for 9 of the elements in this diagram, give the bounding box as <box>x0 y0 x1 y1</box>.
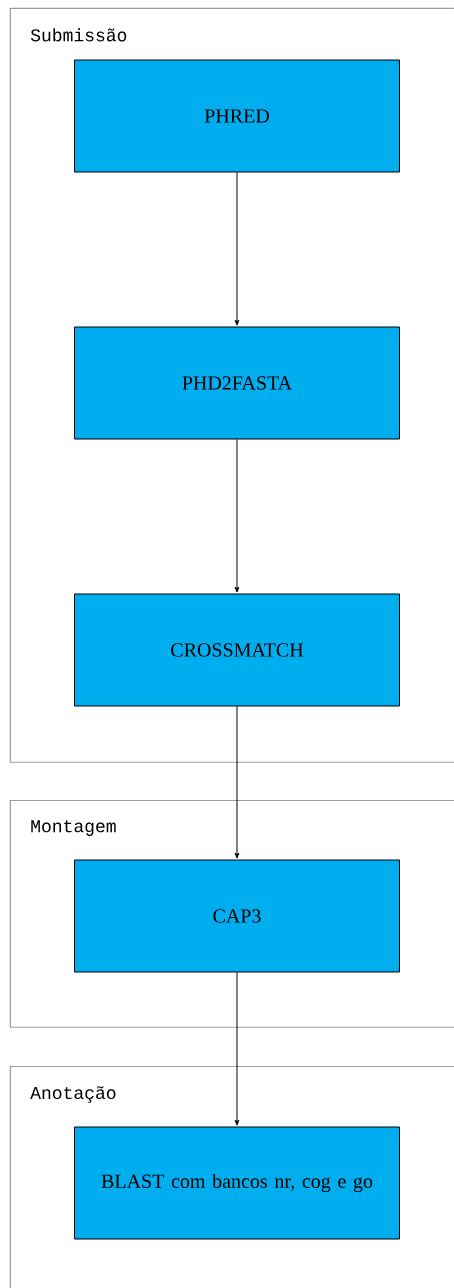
arrow <box>234 439 240 593</box>
process-box: CAP3 <box>74 859 400 973</box>
arrow <box>234 172 240 326</box>
process-box: CROSSMATCH <box>74 593 400 707</box>
process-box: PHD2FASTA <box>74 326 400 440</box>
process-box: PHRED <box>74 59 400 173</box>
arrow <box>234 972 240 1126</box>
process-box: BLAST com bancos nr, cog e go <box>74 1126 400 1240</box>
arrow <box>234 706 240 859</box>
